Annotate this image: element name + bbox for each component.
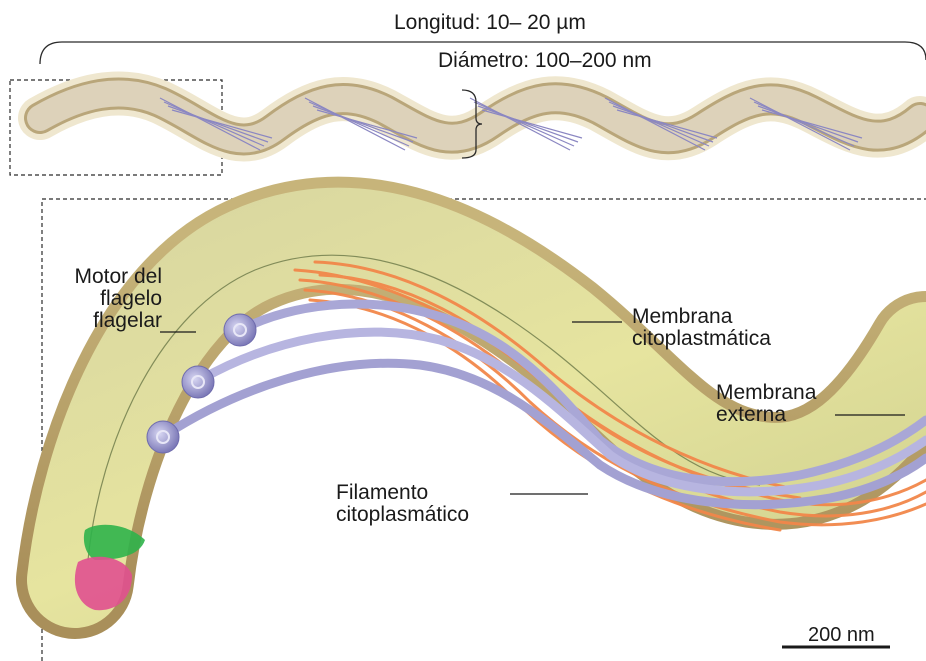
length-label: Longitud: 10– 20 µm xyxy=(394,12,586,34)
cytoplasmic-membrane-label: Membrana citoplastmática xyxy=(632,306,771,350)
outer-membrane-label: Membrana externa xyxy=(716,382,816,426)
motor-label: Motor del flagelo flagelar xyxy=(66,266,162,332)
scale-bar-label: 200 nm xyxy=(808,624,875,646)
diameter-label: Diámetro: 100–200 nm xyxy=(438,50,652,72)
filament-label: Filamento citoplasmático xyxy=(336,482,469,526)
